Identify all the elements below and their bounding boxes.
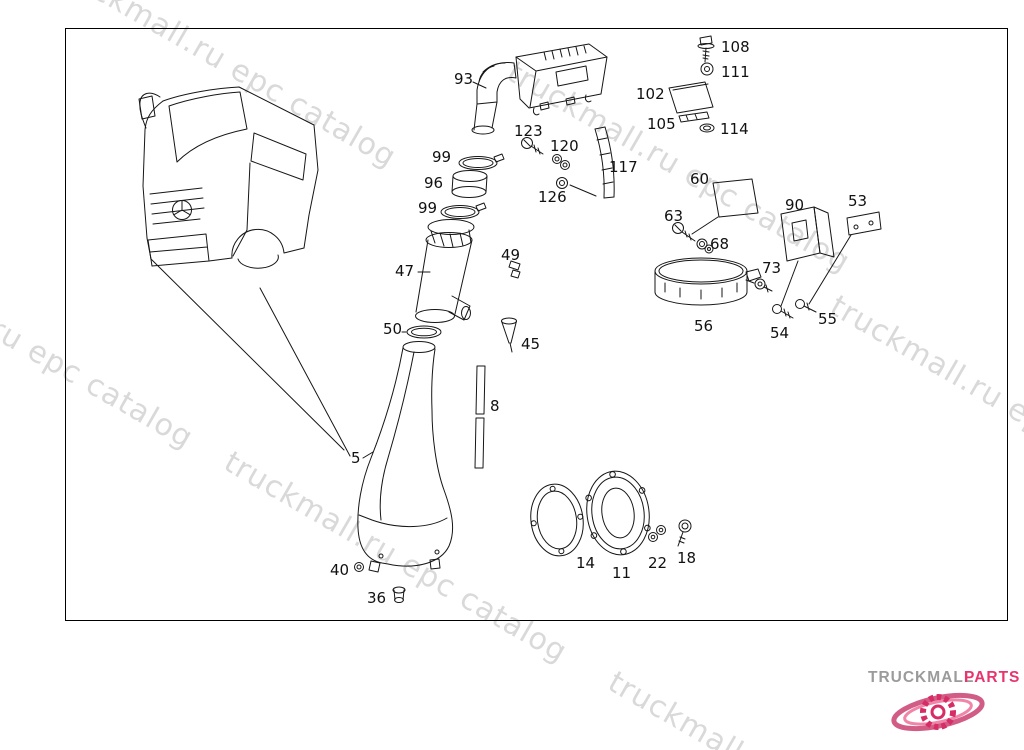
artwork xyxy=(138,35,882,603)
screw-63 xyxy=(672,222,696,242)
gear-logo xyxy=(891,692,985,732)
part-label-99: 99 xyxy=(418,199,437,217)
part-label-126: 126 xyxy=(538,188,567,206)
leader-lines xyxy=(150,81,852,459)
screw-55 xyxy=(795,299,817,313)
part-label-45: 45 xyxy=(521,335,540,353)
part-label-117: 117 xyxy=(609,158,638,176)
logo-parts: PARTS xyxy=(964,669,1020,686)
gasket-14 xyxy=(530,483,584,557)
part-label-73: 73 xyxy=(762,259,781,277)
elbow-duct-93 xyxy=(471,61,517,135)
part-label-14: 14 xyxy=(576,554,595,572)
nut-40 xyxy=(354,562,364,572)
part-label-96: 96 xyxy=(424,174,443,192)
brand-logo: TRUCKMALL PARTS xyxy=(868,669,1020,732)
washer-126 xyxy=(556,177,568,189)
washers-22 xyxy=(648,525,666,542)
part-label-5: 5 xyxy=(351,449,361,467)
part-label-123: 123 xyxy=(514,122,543,140)
part-label-63: 63 xyxy=(664,207,683,225)
strip-117 xyxy=(594,126,615,199)
strip-8 xyxy=(474,365,486,469)
funnel-45 xyxy=(501,317,517,353)
part-label-47: 47 xyxy=(395,262,414,280)
part-label-68: 68 xyxy=(710,235,729,253)
part-label-22: 22 xyxy=(648,554,667,572)
part-label-55: 55 xyxy=(818,310,837,328)
diagram-border xyxy=(65,28,1008,621)
intake-pipe-47 xyxy=(415,219,475,323)
part-label-18: 18 xyxy=(677,549,696,567)
washers-120 xyxy=(552,154,570,170)
plate-60 xyxy=(712,178,759,218)
part-label-49: 49 xyxy=(501,246,520,264)
screw-54 xyxy=(772,304,794,319)
part-label-54: 54 xyxy=(770,324,789,342)
part-label-11: 11 xyxy=(612,564,631,582)
part-label-111: 111 xyxy=(721,63,750,81)
washer-111 xyxy=(700,62,714,76)
labels-layer: 93 108 111 102 105 114 123 120 117 126 99 96 99 60 63 6… xyxy=(330,38,867,607)
strip-105 xyxy=(678,111,710,123)
plate-53 xyxy=(846,211,882,236)
seal-ring-50 xyxy=(406,325,442,339)
screw-73 xyxy=(754,278,773,293)
part-label-99: 99 xyxy=(432,148,451,166)
part-label-50: 50 xyxy=(383,320,402,338)
part-label-105: 105 xyxy=(647,115,676,133)
part-label-8: 8 xyxy=(490,397,500,415)
part-label-93: 93 xyxy=(454,70,473,88)
part-label-53: 53 xyxy=(848,192,867,210)
part-label-36: 36 xyxy=(367,589,386,607)
screw-108 xyxy=(697,35,715,63)
part-label-114: 114 xyxy=(720,120,749,138)
bolt-18 xyxy=(677,519,692,547)
part-label-40: 40 xyxy=(330,561,349,579)
clamp-band-56 xyxy=(654,257,762,306)
bracket-90 xyxy=(780,206,835,262)
part-label-60: 60 xyxy=(690,170,709,188)
flange-11 xyxy=(585,470,651,556)
washer-114 xyxy=(699,123,715,133)
clip-49 xyxy=(508,260,521,279)
nut-68 xyxy=(696,238,714,254)
logo-truckmall: TRUCKMALL xyxy=(868,669,974,686)
plate-102 xyxy=(668,81,714,114)
snorkel-duct-5 xyxy=(357,341,454,573)
hose-clamp-stack xyxy=(440,153,505,219)
truck-cab xyxy=(138,86,319,269)
part-label-102: 102 xyxy=(636,85,665,103)
part-label-56: 56 xyxy=(694,317,713,335)
plug-36 xyxy=(392,586,406,603)
air-filter-housing xyxy=(515,43,608,116)
part-label-90: 90 xyxy=(785,196,804,214)
screw-123 xyxy=(521,137,544,155)
part-label-120: 120 xyxy=(550,137,579,155)
part-label-108: 108 xyxy=(721,38,750,56)
